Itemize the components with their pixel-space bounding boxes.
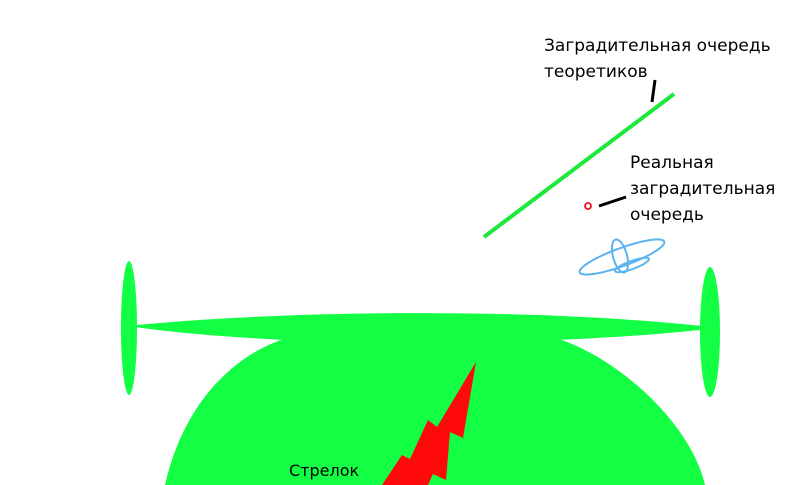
theoretical-leader-line (650, 79, 657, 103)
theoretical-barrage-label-line2: теоретиков (544, 62, 648, 82)
real-barrage-label-line1: Реальная (630, 153, 714, 173)
target-aircraft-scribble (578, 238, 666, 276)
right-wingtip (700, 267, 720, 397)
real-barrage-label-line2: заградительная (630, 179, 776, 199)
real-barrage-leader-line (598, 195, 627, 208)
theoretical-barrage-label: Заградительная очередь теоретиков (544, 33, 771, 85)
shooter-fire-bolt (382, 362, 476, 485)
theoretical-barrage-label-line1: Заградительная очередь (544, 36, 771, 56)
real-barrage-label-line3: очередь (630, 205, 704, 225)
left-wingtip (121, 261, 137, 395)
shooter-label: Стрелок (289, 461, 360, 480)
real-barrage-label: Реальная заградительная очередь (630, 150, 775, 228)
real-barrage-dot (584, 202, 592, 210)
theoretical-barrage-line (482, 92, 676, 239)
turret-dome (165, 335, 705, 485)
wing-bar (128, 313, 720, 343)
